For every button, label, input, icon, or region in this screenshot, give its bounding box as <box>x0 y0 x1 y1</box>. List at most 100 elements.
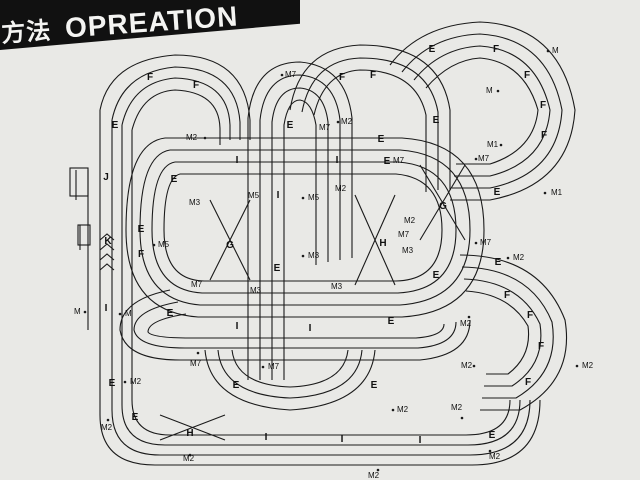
marker-dot <box>543 191 547 195</box>
marker-m: M <box>125 309 132 318</box>
marker-m2: M2 <box>341 117 353 126</box>
track-top-right-loop-lane2 <box>401 33 563 189</box>
marker-dot <box>506 256 510 260</box>
label-e: E <box>433 270 440 281</box>
track-right-lower-loop <box>459 254 568 411</box>
label-e: E <box>429 44 436 55</box>
marker-m: M <box>486 86 493 95</box>
marker-m7: M7 <box>319 123 331 132</box>
label-i: I <box>105 303 108 314</box>
segment-labels: F F E J K I E F E I E F F I E E F F F F … <box>103 44 547 446</box>
label-f: F <box>525 377 531 388</box>
marker-m3: M3 <box>331 282 343 291</box>
marker-m7: M7 <box>398 230 410 239</box>
label-f: F <box>138 249 144 260</box>
label-i: I <box>309 323 312 334</box>
left-switch-box-2 <box>77 224 91 246</box>
track-oval-lower <box>119 289 471 361</box>
track-lower-center-loop <box>204 349 376 411</box>
marker-m7: M7 <box>268 362 280 371</box>
track-center-loop-lane3 <box>283 99 317 380</box>
marker-dot <box>261 365 265 369</box>
label-e: E <box>274 263 281 274</box>
crossover-g-left <box>209 199 251 281</box>
label-f: F <box>370 70 376 81</box>
track-outer-left-loop-lane4 <box>99 110 541 466</box>
marker-dot <box>118 312 122 316</box>
marker-m2: M2 <box>513 253 525 262</box>
marker-m5: M5 <box>248 191 260 200</box>
track-center-loop <box>259 74 341 380</box>
label-i: I <box>236 321 239 332</box>
label-f: F <box>193 80 199 91</box>
track-right-lower-loop-lane4 <box>465 290 530 375</box>
label-f: F <box>504 290 510 301</box>
marker-m2: M2 <box>461 361 473 370</box>
crossover-g-right <box>419 164 466 241</box>
track-right-lower-loop-lane3 <box>463 278 542 387</box>
track-outer-left-loop-lane2 <box>121 125 521 446</box>
label-f: F <box>493 44 499 55</box>
marker-dot <box>203 136 207 140</box>
marker-m2: M2 <box>582 361 594 370</box>
marker-dot <box>474 157 478 161</box>
marker-dot <box>106 418 110 422</box>
track-left-chevrons <box>99 233 115 271</box>
marker-dot <box>376 468 380 472</box>
marker-dot <box>546 49 550 53</box>
marker-dot <box>301 254 305 258</box>
label-e: E <box>233 380 240 391</box>
label-e: E <box>384 156 391 167</box>
marker-m2: M2 <box>397 405 409 414</box>
marker-m7: M7 <box>478 154 490 163</box>
label-e: E <box>378 134 385 145</box>
track-top-right-loop-lane4 <box>425 57 539 165</box>
label-g: G <box>226 240 234 251</box>
label-e: E <box>388 316 395 327</box>
marker-dot <box>499 143 503 147</box>
label-i: I <box>265 432 268 443</box>
marker-labels: M7 M M M2 M7 M1 M7 M7 M2 M3 M5 M5 M2 M1 … <box>74 46 594 480</box>
label-f: F <box>527 310 533 321</box>
marker-m: M <box>74 307 81 316</box>
marker-m2: M2 <box>186 133 198 142</box>
marker-m3: M3 <box>402 246 414 255</box>
label-e: E <box>112 120 119 131</box>
label-k: K <box>104 236 112 247</box>
label-f: F <box>538 341 544 352</box>
label-e: E <box>287 120 294 131</box>
label-e: E <box>132 412 139 423</box>
marker-m2: M2 <box>101 423 113 432</box>
label-e: E <box>167 308 174 319</box>
marker-m7: M7 <box>191 280 203 289</box>
label-g: G <box>439 201 447 212</box>
marker-dot <box>188 453 192 457</box>
label-e: E <box>371 380 378 391</box>
label-f: F <box>541 130 547 141</box>
track-top-right-loop <box>389 21 576 201</box>
marker-dot <box>391 408 395 412</box>
track-top-left-arc-lane4 <box>131 89 221 145</box>
left-switch-box <box>69 167 89 197</box>
label-f: F <box>524 70 530 81</box>
track-outer-left-loop <box>111 120 531 456</box>
label-e: E <box>495 257 502 268</box>
marker-dot <box>474 241 478 245</box>
track-oval-upper-lane3 <box>163 173 443 282</box>
marker-dot <box>460 416 464 420</box>
track-right-lower-loop-lane2 <box>461 266 554 399</box>
marker-m2: M2 <box>335 184 347 193</box>
label-e: E <box>109 378 116 389</box>
marker-dot <box>83 310 87 314</box>
marker-m2: M2 <box>451 403 463 412</box>
label-f: F <box>339 72 345 83</box>
marker-m5: M5 <box>308 193 320 202</box>
marker-dots <box>83 49 579 472</box>
marker-m7: M7 <box>190 359 202 368</box>
marker-m3: M3 <box>308 251 320 260</box>
label-i: I <box>336 155 339 166</box>
label-e: E <box>433 115 440 126</box>
label-f: F <box>540 100 546 111</box>
marker-dot <box>575 364 579 368</box>
marker-m: M <box>552 46 559 55</box>
